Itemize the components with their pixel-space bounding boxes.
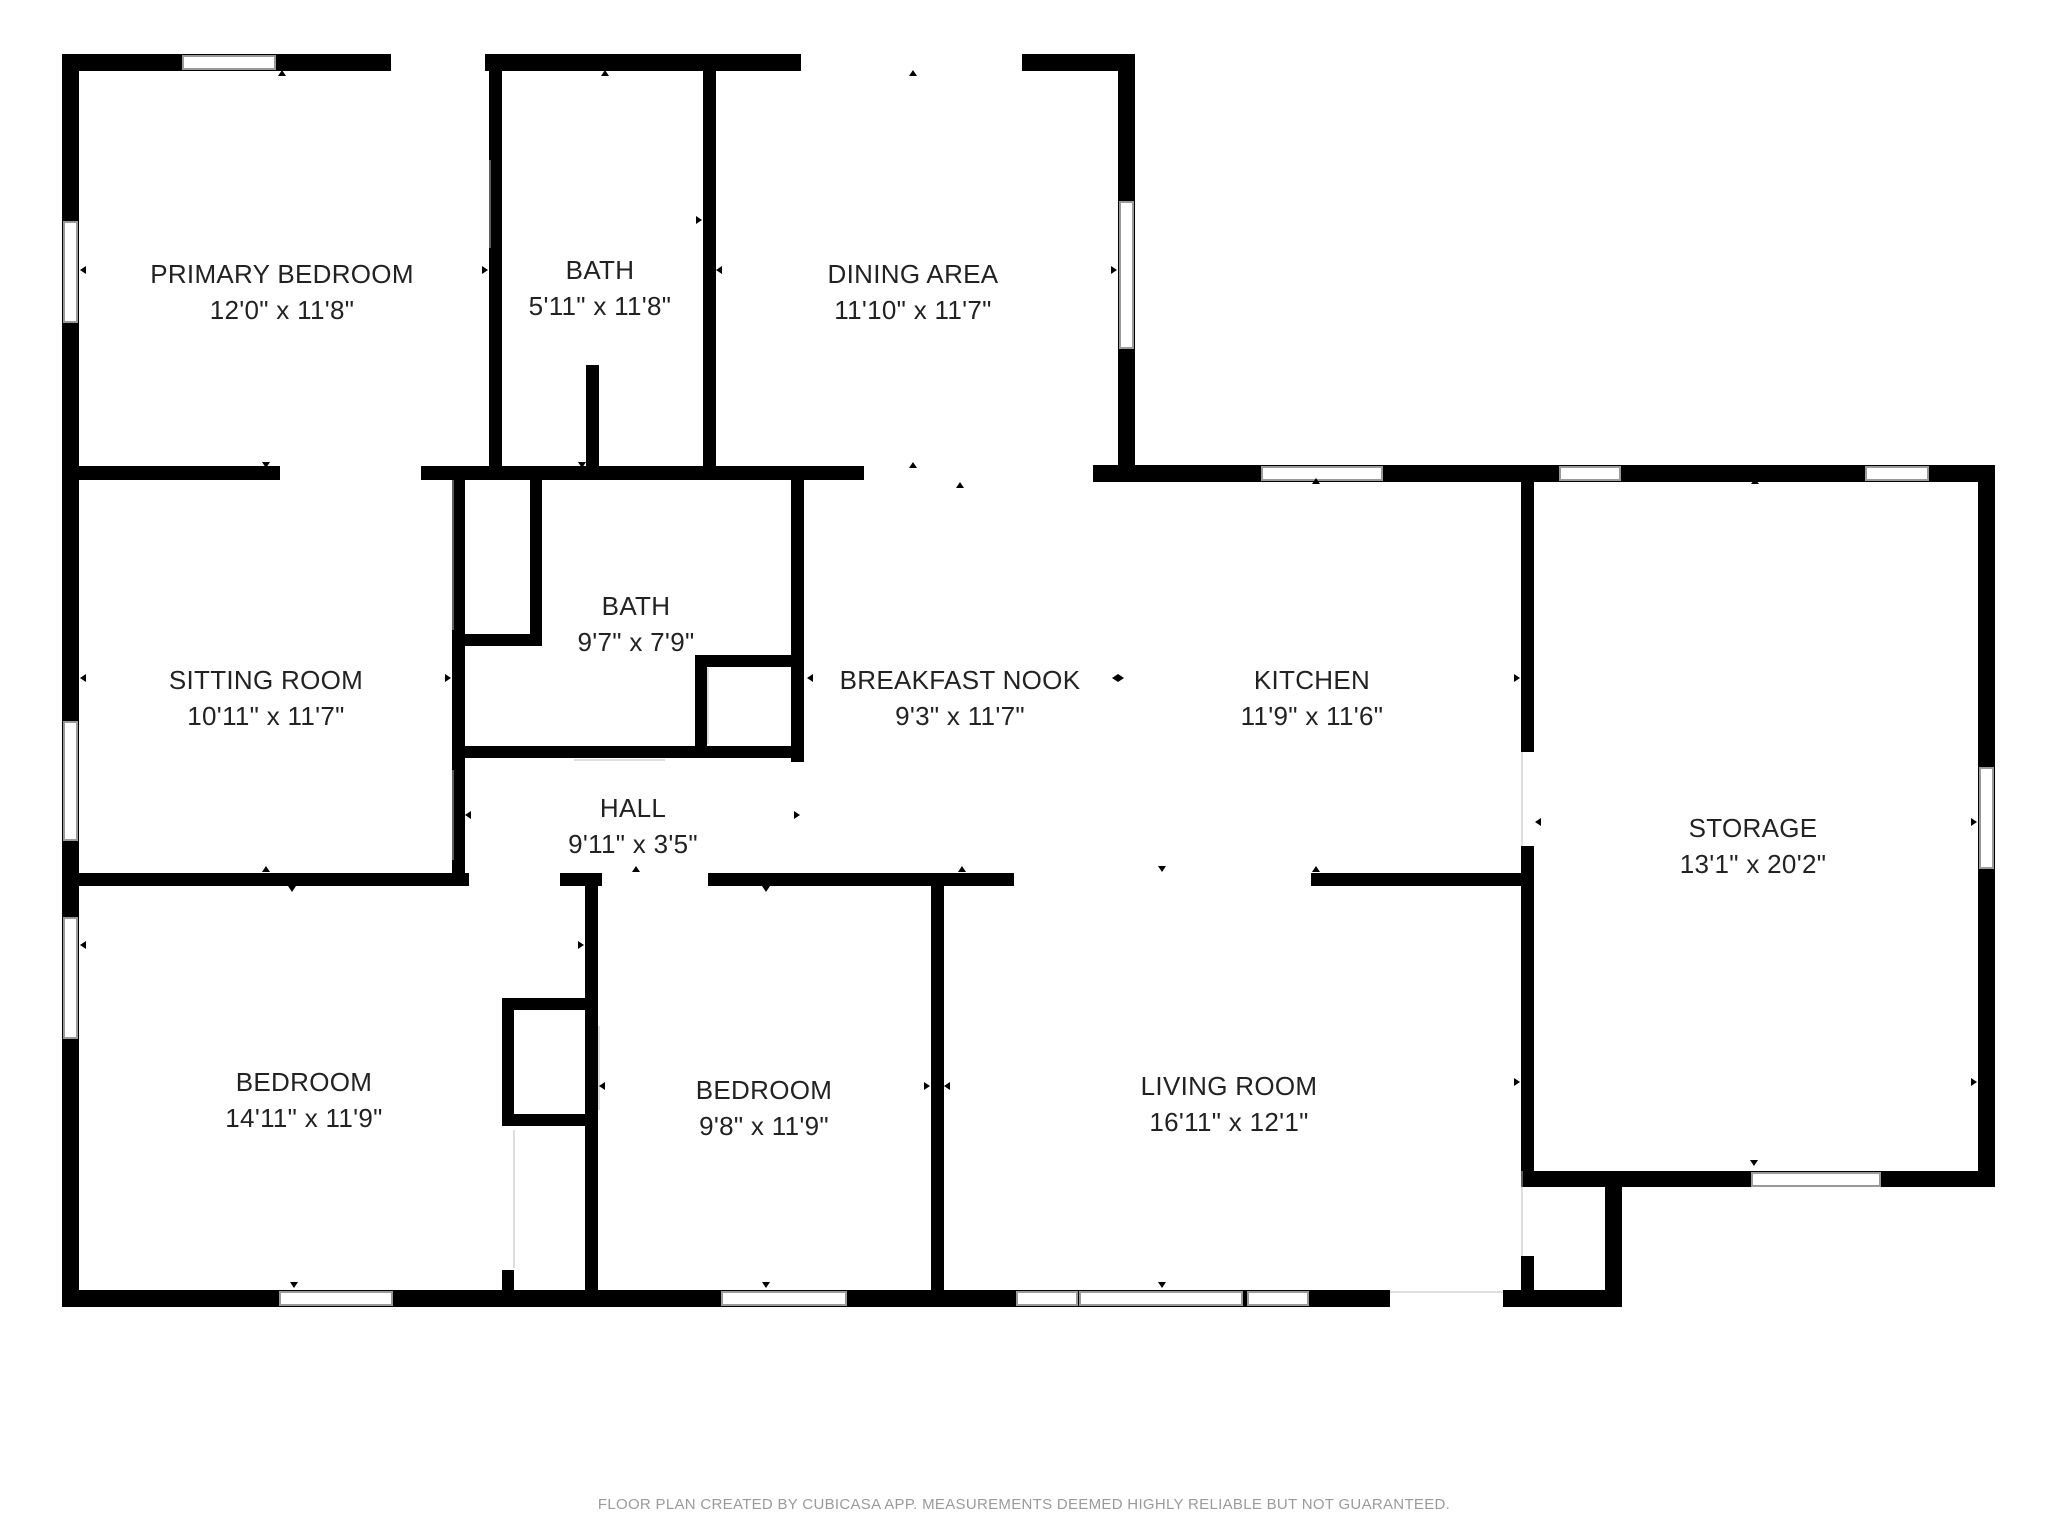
room-name: DINING AREA — [827, 259, 999, 289]
room-name: KITCHEN — [1253, 665, 1371, 695]
room-label-bedroom-1: BEDROOM 14'11" x 11'9" — [225, 1064, 382, 1136]
room-name: BEDROOM — [695, 1075, 833, 1105]
room-label-bedroom-2: BEDROOM 9'8" x 11'9" — [696, 1072, 832, 1144]
room-dimensions: 10'11" x 11'7" — [187, 701, 345, 731]
room-dimensions: 11'9" x 11'6" — [1240, 701, 1384, 731]
room-label-living-room: LIVING ROOM 16'11" x 12'1" — [1141, 1068, 1318, 1140]
room-name: STORAGE — [1688, 813, 1818, 843]
room-dimensions: 13'1" x 20'2" — [1679, 849, 1827, 879]
room-label-dining-area: DINING AREA 11'10" x 11'7" — [828, 256, 999, 328]
door-openings — [452, 160, 1523, 1293]
room-dimensions: 14'11" x 11'9" — [225, 1103, 383, 1133]
room-dimensions: 9'3" x 11'7" — [895, 701, 1025, 731]
room-name: BEDROOM — [235, 1067, 373, 1097]
room-dimensions: 5'11" x 11'8" — [528, 291, 672, 321]
room-dimensions: 11'10" x 11'7" — [834, 295, 992, 325]
room-dimensions: 9'8" x 11'9" — [699, 1111, 829, 1141]
walls — [62, 54, 1995, 1307]
room-name: BATH — [565, 255, 635, 285]
room-name: SITTING ROOM — [168, 665, 364, 695]
room-label-storage: STORAGE 13'1" x 20'2" — [1680, 810, 1827, 882]
windows — [63, 55, 1994, 1306]
room-name: PRIMARY BEDROOM — [150, 259, 414, 289]
disclaimer-footer: FLOOR PLAN CREATED BY CUBICASA APP. MEAS… — [597, 1496, 1451, 1513]
room-label-kitchen: KITCHEN 11'9" x 11'6" — [1241, 662, 1384, 734]
room-dimensions: 9'11" x 3'5" — [568, 829, 698, 859]
room-label-sitting-room: SITTING ROOM 10'11" x 11'7" — [169, 662, 363, 734]
room-label-bath-2: BATH 9'7" x 7'9" — [578, 588, 695, 660]
room-name: BREAKFAST NOOK — [839, 665, 1081, 695]
room-name: HALL — [599, 793, 667, 823]
room-dimensions: 16'11" x 12'1" — [1149, 1107, 1309, 1137]
room-label-bath-1: BATH 5'11" x 11'8" — [529, 252, 672, 324]
room-dimensions: 12'0" x 11'8" — [209, 295, 355, 325]
room-name: LIVING ROOM — [1140, 1071, 1318, 1101]
room-label-hall: HALL 9'11" x 3'5" — [568, 790, 698, 862]
measurement-markers — [80, 70, 1977, 1288]
room-label-breakfast-nook: BREAKFAST NOOK 9'3" x 11'7" — [840, 662, 1081, 734]
room-dimensions: 9'7" x 7'9" — [577, 627, 695, 657]
room-name: BATH — [601, 591, 671, 621]
room-label-primary-bedroom: PRIMARY BEDROOM 12'0" x 11'8" — [150, 256, 414, 328]
